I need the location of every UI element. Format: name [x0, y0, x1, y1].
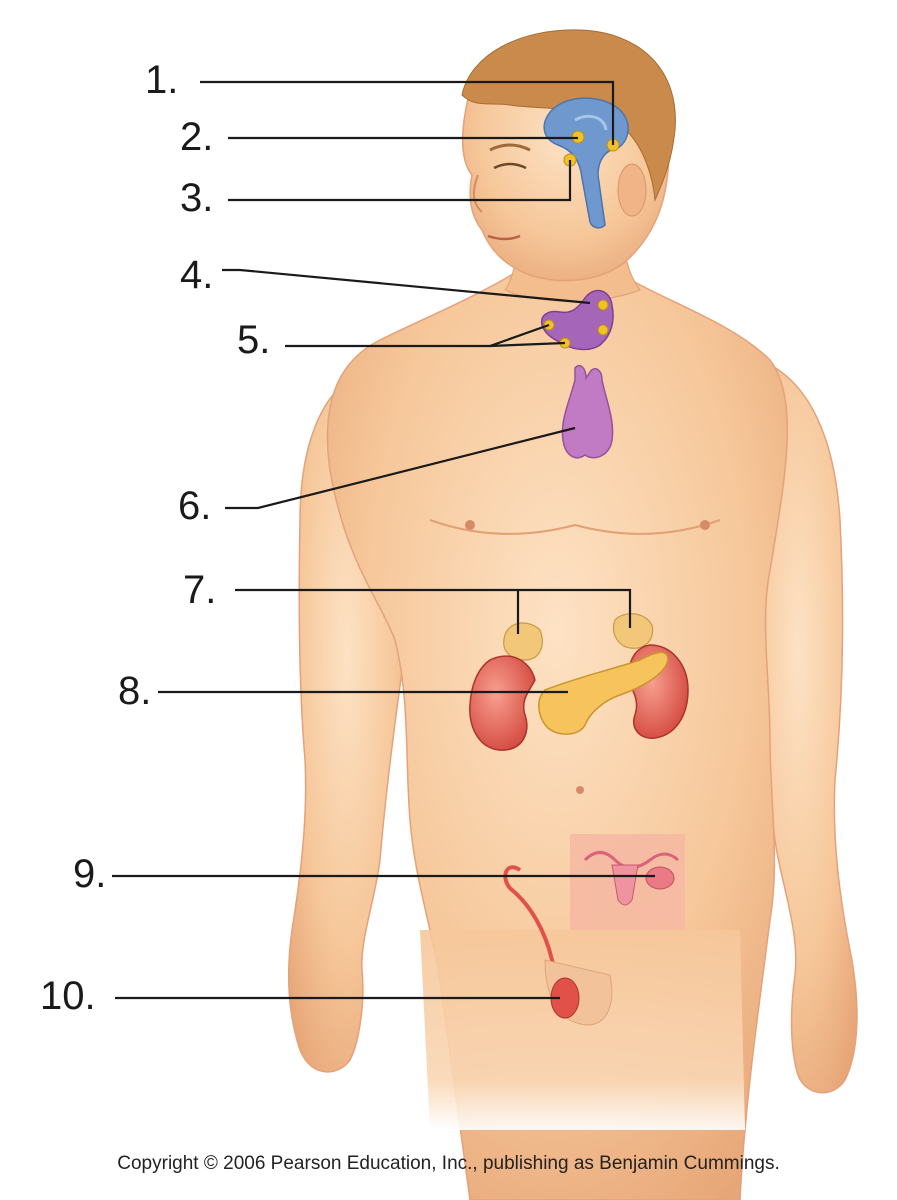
pectoral-line — [429, 519, 721, 535]
legs — [420, 930, 745, 1130]
left-nipple — [465, 520, 475, 530]
parathyroid-gland — [597, 324, 609, 336]
label-3: 3. — [180, 176, 214, 220]
copyright-notice: Copyright © 2006 Pearson Education, Inc.… — [117, 1153, 780, 1174]
leader-line-3 — [228, 160, 572, 202]
parathyroid-gland — [597, 299, 609, 311]
label-6: 6. — [178, 484, 212, 528]
leader-line-6 — [225, 426, 576, 510]
leader-line-1 — [200, 80, 615, 145]
adrenal-gland-left — [503, 622, 543, 661]
label-10: 10. — [40, 974, 96, 1018]
thymus — [561, 364, 614, 459]
ovary-inset — [570, 834, 685, 930]
mouth — [487, 234, 521, 241]
adrenal-gland-right — [612, 613, 654, 649]
navel — [576, 786, 584, 794]
label-9: 9. — [73, 852, 107, 896]
human-body — [287, 29, 858, 1200]
label-2: 2. — [180, 115, 214, 159]
label-7: 7. — [183, 568, 217, 612]
label-5: 5. — [237, 318, 271, 362]
eye — [493, 162, 527, 170]
eyebrow — [489, 143, 531, 152]
ear — [617, 163, 647, 217]
leader-line-5b — [489, 341, 566, 348]
leader-line-7 — [235, 588, 632, 628]
pancreas — [538, 651, 669, 735]
right-nipple — [700, 520, 710, 530]
kidney-left — [469, 655, 536, 751]
leader-line-4 — [222, 268, 591, 305]
ovary — [645, 866, 675, 890]
nose — [472, 174, 483, 213]
leader-lines — [112, 80, 655, 1000]
label-8: 8. — [118, 669, 152, 713]
brain — [543, 97, 629, 229]
hair — [461, 29, 676, 202]
label-1: 1. — [145, 58, 179, 102]
label-4: 4. — [180, 253, 214, 297]
